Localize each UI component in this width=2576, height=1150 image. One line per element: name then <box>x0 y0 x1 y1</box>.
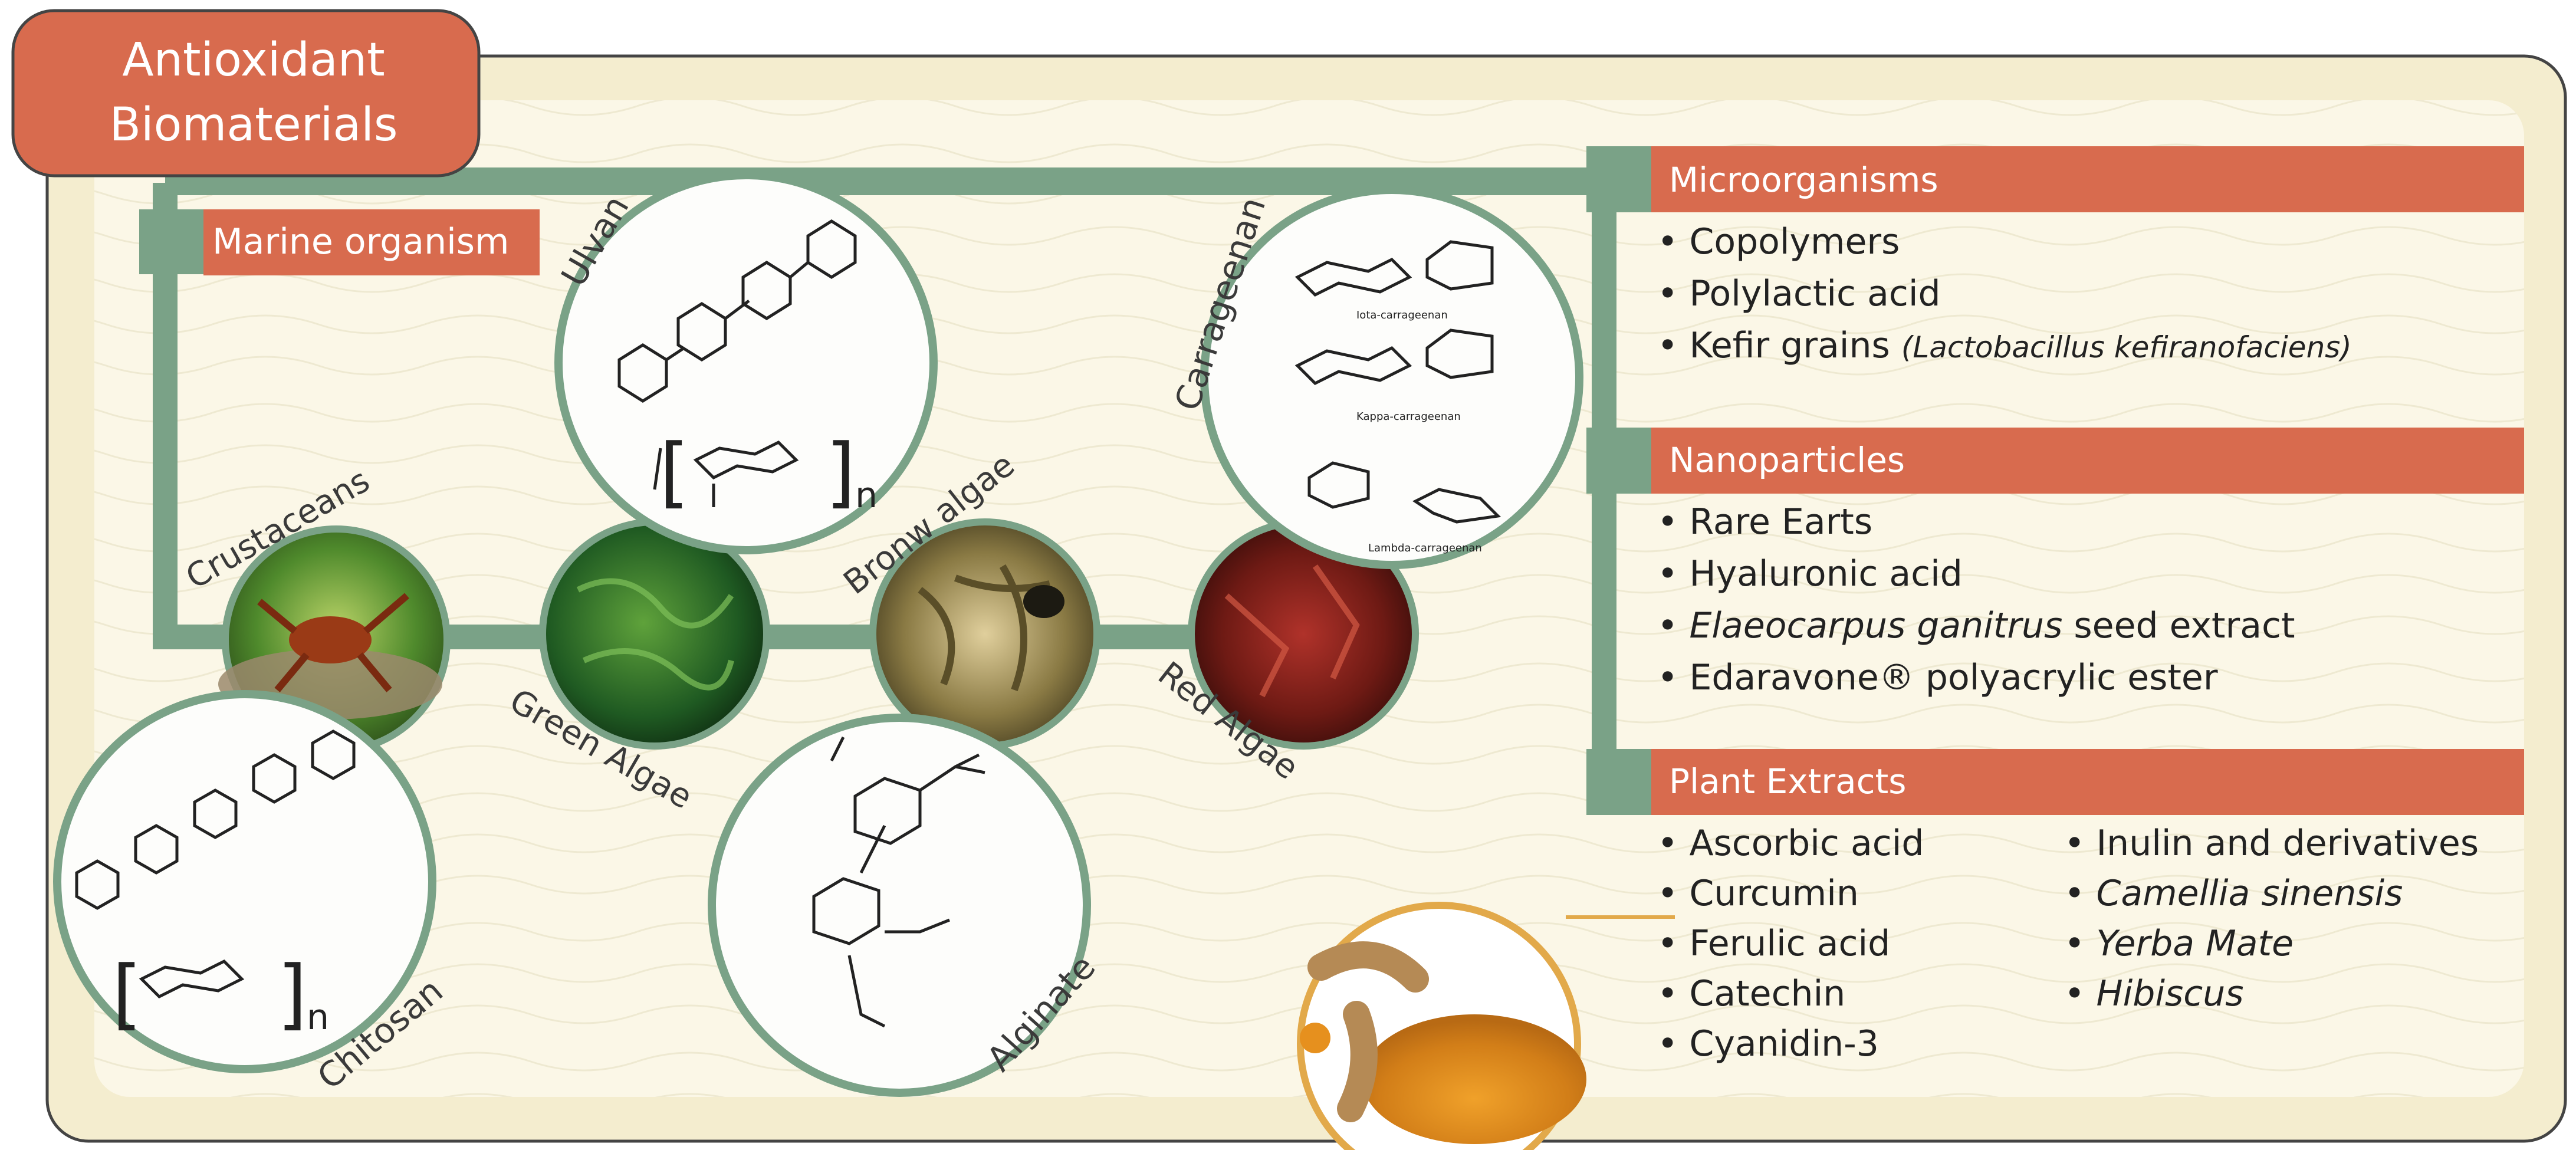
marine-label: Marine organism <box>212 221 509 262</box>
nanoparticles-header: Nanoparticles <box>1669 440 1905 480</box>
micro-item-1: • Copolymers <box>1657 221 1900 262</box>
ulvan-subscript: n <box>855 475 878 516</box>
nano-item-3: • Elaeocarpus ganitrus seed extract <box>1657 605 2295 646</box>
micro-connector-block <box>1586 146 1656 212</box>
plant-col2-item-2: • Camellia sinensis <box>2064 873 2403 914</box>
plant-col1-item-5: • Cyanidin-3 <box>1657 1023 1879 1064</box>
title-line-1: Antioxidant <box>122 34 385 87</box>
plant-col1-item-1: • Ascorbic acid <box>1657 823 1924 864</box>
alginate-structure <box>708 714 1091 1097</box>
micro-item-2: • Polylactic acid <box>1657 273 1941 314</box>
plant-col2-item-3: • Yerba Mate <box>2064 923 2294 964</box>
microorganisms-header-box <box>1651 146 2524 212</box>
ulvan-structure: [ ] n <box>554 171 938 554</box>
chitosan-repeat-bracket-close: ] <box>277 949 307 1039</box>
carrageenan-type-lambda: Lambda-carrageenan <box>1368 542 1482 554</box>
plants-header: Plant Extracts <box>1669 761 1907 801</box>
plants-connector-block <box>1586 749 1656 815</box>
ulvan-repeat-bracket: [ <box>659 427 689 517</box>
chitosan-subscript: n <box>307 997 329 1038</box>
carrageenan-structure: Iota-carrageenan Kappa-carrageenan Lambd… <box>1200 186 1583 569</box>
nano-item-2: • Hyaluronic acid <box>1657 553 1963 594</box>
marine-label-box <box>203 209 540 275</box>
marine-connector-block <box>139 209 204 274</box>
carrageenan-type-kappa: Kappa-carrageenan <box>1356 410 1461 423</box>
microorganisms-header: Microorganisms <box>1669 160 1938 200</box>
plant-col1-item-3: • Ferulic acid <box>1657 923 1890 964</box>
kefir-species: (Lactobacillus kefiranofaciens) <box>1901 330 2352 364</box>
plants-header-box <box>1651 749 2524 815</box>
carrageenan-type-iota: Iota-carrageenan <box>1356 309 1448 321</box>
title-line-2: Biomaterials <box>109 98 397 152</box>
plant-col2-item-1: • Inulin and derivatives <box>2064 823 2479 864</box>
chitosan-structure: [ ] n <box>53 690 436 1073</box>
nano-item-1: • Rare Earts <box>1657 501 1872 543</box>
turmeric-node <box>1297 902 1586 1150</box>
chitosan-repeat-bracket: [ <box>112 949 142 1039</box>
micro-item-3: • Kefir grains (Lactobacillus kefiranofa… <box>1657 325 2352 366</box>
plant-col1-item-4: • Catechin <box>1657 973 1845 1014</box>
nano-connector-block <box>1586 428 1656 494</box>
nanoparticles-header-box <box>1651 428 2524 494</box>
nano-item-4: • Edaravone® polyacrylic ester <box>1657 657 2218 698</box>
ulvan-repeat-bracket-close: ] <box>826 427 856 517</box>
brown-algae-node <box>869 518 1100 750</box>
plant-col1-item-2: • Curcumin <box>1657 873 1859 914</box>
plant-col2-item-4: • Hibiscus <box>2064 973 2244 1014</box>
title-box <box>11 9 481 178</box>
